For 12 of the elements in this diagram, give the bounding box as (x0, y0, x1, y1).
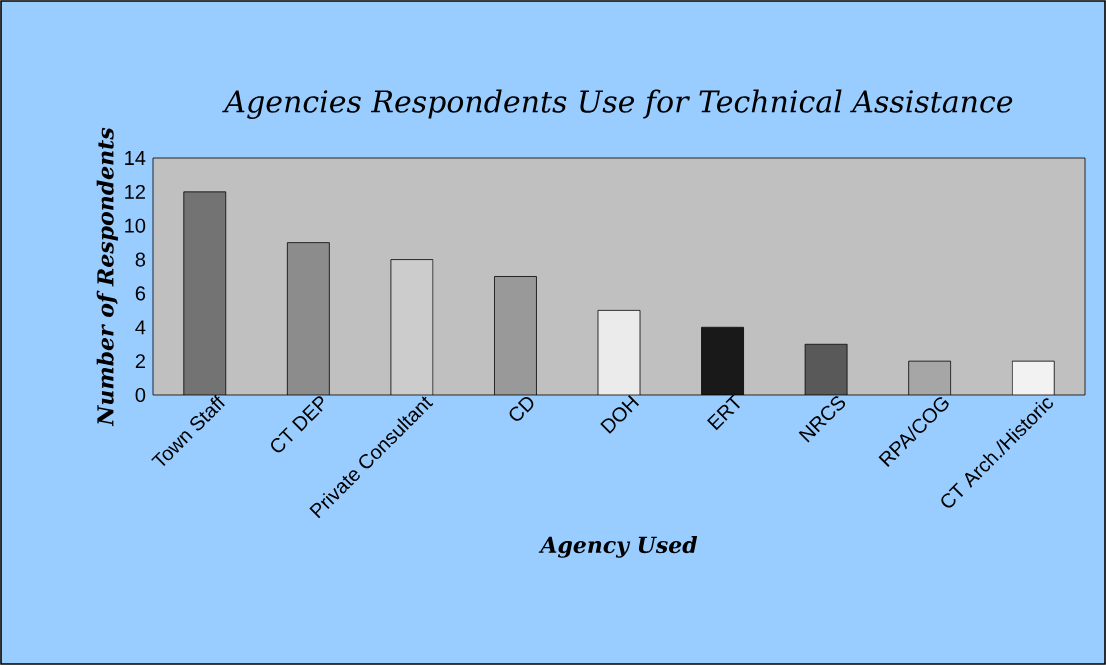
x-axis-title: Agency Used (538, 536, 698, 558)
y-tick-label: 2 (135, 354, 145, 369)
y-axis-title: Number of Respondents (96, 127, 118, 427)
y-tick-label: 10 (125, 218, 146, 233)
y-tick-label: 4 (135, 320, 146, 335)
y-tick-label: 14 (125, 151, 146, 165)
y-tick-label: 0 (135, 387, 146, 403)
y-tick-label: 6 (135, 286, 146, 301)
y-tick-label: 12 (125, 184, 145, 199)
chart-title: Agencies Respondents Use for Technical Assistance (222, 89, 1013, 119)
x-tick-label: CD (509, 397, 534, 421)
y-tick-label: 8 (135, 252, 146, 267)
